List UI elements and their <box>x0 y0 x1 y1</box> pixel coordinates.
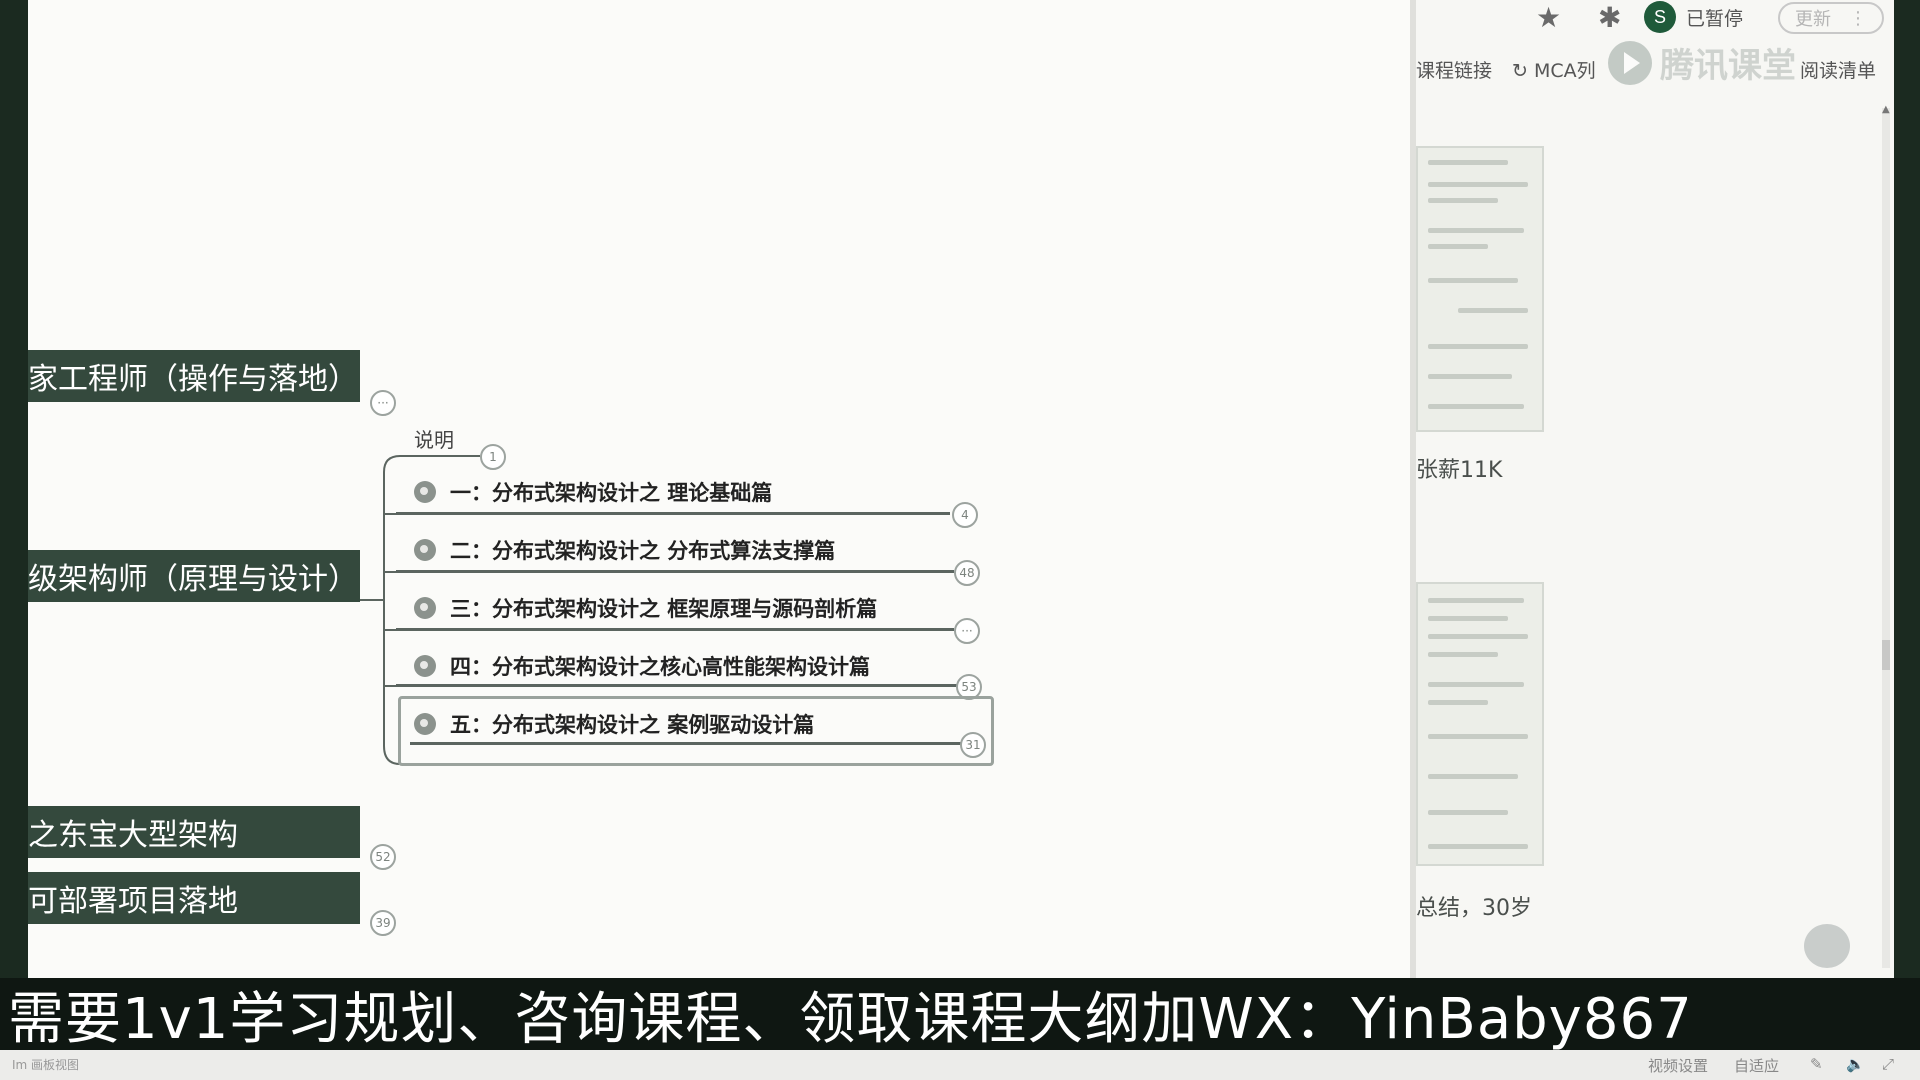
subtitle-text: 需要1v1学习规划、咨询课程、领取课程大纲加WX：YinBaby867 <box>8 986 1693 1052</box>
bookmark-course-link[interactable]: 课程链接 <box>1416 60 1493 82</box>
topic-5-line <box>410 742 962 745</box>
panel-splitter[interactable] <box>1410 0 1416 978</box>
right-panel-scrollbar[interactable] <box>1882 108 1890 968</box>
topic-4-line <box>396 684 958 687</box>
branch-engineer-label: 家工程师（操作与落地） <box>28 362 358 397</box>
mindmap-connectors <box>360 455 480 765</box>
branch-architect-label: 级架构师（原理与设计） <box>28 562 358 597</box>
branch-deploy-project[interactable]: 可部署项目落地 <box>28 872 360 924</box>
player-status-bar: Im 画板视图 视频设置 自适应 ✎ 🔈 ⤢ <box>0 1050 1920 1080</box>
topic-5-label: 五：分布式架构设计之 案例驱动设计篇 <box>450 713 815 737</box>
topic-2-label: 二：分布式架构设计之 分布式算法支撑篇 <box>450 539 836 563</box>
topic-5-count[interactable]: 31 <box>960 732 986 758</box>
topic-bullet-icon <box>414 597 436 619</box>
panel-text-summary: 总结，30岁 <box>1416 896 1532 921</box>
extensions-icon[interactable]: ✱ <box>1598 1 1622 34</box>
branch-deploy-count[interactable]: 39 <box>370 910 396 936</box>
update-label: 更新 <box>1795 9 1831 30</box>
watermark-text: 腾讯课堂 <box>1660 46 1796 86</box>
tencent-classroom-watermark: 腾讯课堂 <box>1608 38 1796 87</box>
subtitle-bar: 需要1v1学习规划、咨询课程、领取课程大纲加WX：YinBaby867 <box>0 978 1920 1052</box>
topic-4[interactable]: 四：分布式架构设计之核心高性能架构设计篇 <box>414 644 870 688</box>
fit-screen-button[interactable]: 自适应 <box>1734 1057 1780 1075</box>
topic-5-selection <box>398 696 994 766</box>
branch-architect[interactable]: 级架构师（原理与设计） <box>28 550 360 602</box>
topic-3-line <box>396 628 954 631</box>
bookmark-reading-list[interactable]: 阅读清单 <box>1800 60 1877 82</box>
pen-icon[interactable]: ✎ <box>1810 1055 1823 1073</box>
topic-bullet-icon <box>414 713 436 735</box>
topic-bullet-icon <box>414 539 436 561</box>
bookmark-mca-label: MCA列 <box>1533 60 1596 82</box>
topic-4-label: 四：分布式架构设计之核心高性能架构设计篇 <box>450 655 870 679</box>
topic-1-count[interactable]: 4 <box>952 502 978 528</box>
topic-3-collapse[interactable]: ··· <box>954 618 980 644</box>
branch-engineer[interactable]: 家工程师（操作与落地） <box>28 350 360 402</box>
branch-engineer-collapse[interactable]: ··· <box>370 390 396 416</box>
avatar: S <box>1644 1 1676 33</box>
note-label[interactable]: 说明 <box>414 428 454 452</box>
topic-3-label: 三：分布式架构设计之 框架原理与源码剖析篇 <box>450 597 878 621</box>
topic-2-count[interactable]: 48 <box>954 560 980 586</box>
topic-2-line <box>396 570 954 573</box>
topic-bullet-icon <box>414 655 436 677</box>
branch-jd-count[interactable]: 52 <box>370 844 396 870</box>
topic-4-count[interactable]: 53 <box>956 674 982 700</box>
topic-bullet-icon <box>414 481 436 503</box>
right-frame <box>1894 0 1920 1080</box>
left-frame <box>0 0 28 1080</box>
branch-deploy-label: 可部署项目落地 <box>28 884 238 919</box>
branch-jd-architecture[interactable]: 之东宝大型架构 <box>28 806 360 858</box>
topic-1[interactable]: 一：分布式架构设计之 理论基础篇 <box>414 470 772 514</box>
topic-5[interactable]: 五：分布式架构设计之 案例驱动设计篇 <box>414 702 814 746</box>
scroll-up-icon[interactable]: ▲ <box>1882 104 1890 115</box>
volume-icon[interactable]: 🔈 <box>1846 1055 1865 1073</box>
panel-text-salary: 张薪11K <box>1416 458 1503 483</box>
fullscreen-icon[interactable]: ⤢ <box>1882 1055 1895 1073</box>
update-button[interactable]: 更新 ⋮ <box>1778 2 1884 34</box>
refresh-icon: ↻ <box>1512 60 1534 82</box>
paused-label: 已暂停 <box>1686 7 1744 30</box>
star-icon[interactable]: ★ <box>1536 1 1562 34</box>
note-count[interactable]: 1 <box>480 444 506 470</box>
topic-1-line <box>396 512 950 515</box>
bookmark-mca[interactable]: ↻ MCA列 <box>1512 56 1596 83</box>
status-left-text: Im 画板视图 <box>12 1058 80 1072</box>
branch-jd-label: 之东宝大型架构 <box>28 818 238 853</box>
chat-thumbnail-2[interactable] <box>1416 582 1544 866</box>
right-panel-scroll-thumb[interactable] <box>1882 640 1890 670</box>
topic-2[interactable]: 二：分布式架构设计之 分布式算法支撑篇 <box>414 528 835 572</box>
topic-1-label: 一：分布式架构设计之 理论基础篇 <box>450 481 773 505</box>
play-logo-icon <box>1608 40 1652 85</box>
more-icon[interactable]: ⋮ <box>1849 7 1867 29</box>
topic-3[interactable]: 三：分布式架构设计之 框架原理与源码剖析篇 <box>414 586 877 630</box>
video-settings-button[interactable]: 视频设置 <box>1648 1057 1709 1075</box>
chat-thumbnail[interactable] <box>1416 146 1544 432</box>
assistant-avatar[interactable] <box>1804 924 1850 968</box>
profile-chip[interactable]: S 已暂停 <box>1644 0 1743 34</box>
